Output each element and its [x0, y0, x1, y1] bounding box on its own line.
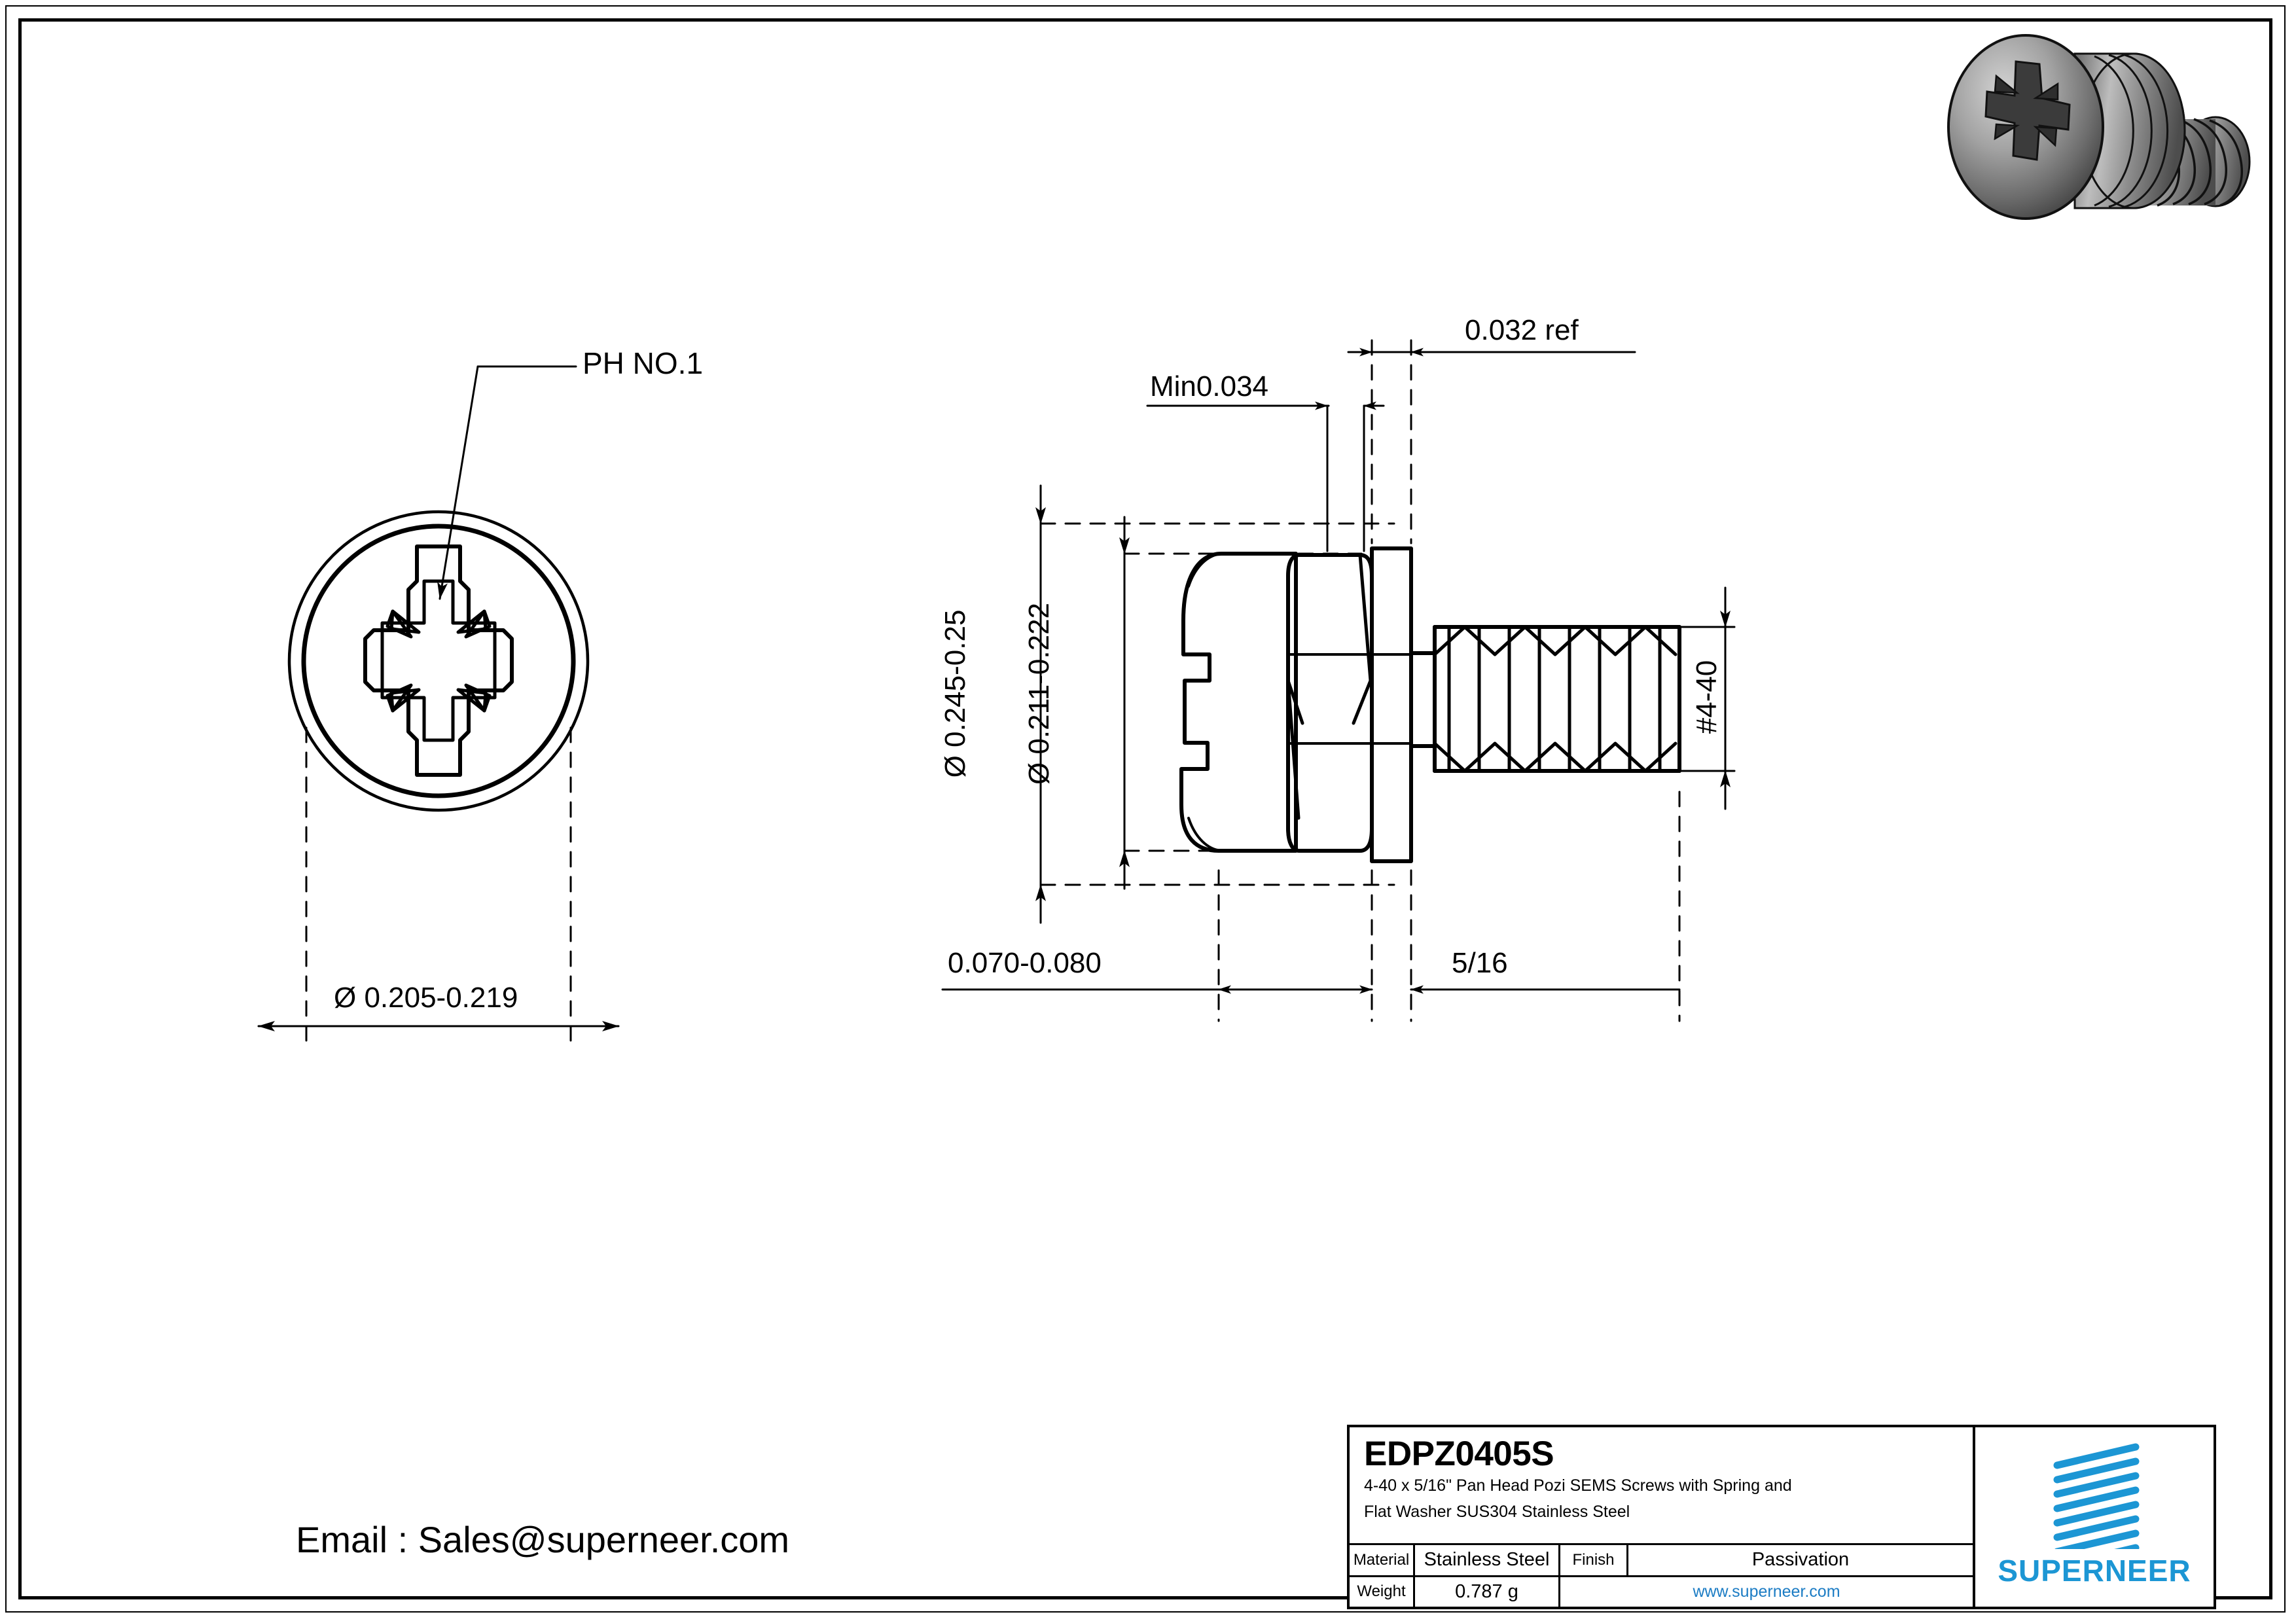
weight-value: 0.787 g: [1415, 1577, 1560, 1607]
title-block-left: EDPZ0405S 4-40 x 5/16" Pan Head Pozi SEM…: [1350, 1427, 1975, 1607]
sheet-inner-border: [18, 18, 2272, 1599]
dim-bottom-right-label: 5/16: [1452, 947, 1508, 979]
dim-head-inner-diameter-label: Ø 0.211-0.222: [1023, 602, 1055, 785]
part-number: EDPZ0405S: [1364, 1435, 1554, 1473]
material-value: Stainless Steel: [1415, 1545, 1560, 1575]
title-block-description-area: EDPZ0405S 4-40 x 5/16" Pan Head Pozi SEM…: [1350, 1427, 1973, 1545]
title-block: EDPZ0405S 4-40 x 5/16" Pan Head Pozi SEM…: [1347, 1425, 2216, 1609]
screw-3d-render: [1947, 34, 2251, 220]
dim-min0034-label: Min0.034: [1150, 370, 1269, 402]
email-text: Email : Sales@superneer.com: [296, 1519, 790, 1560]
website-link[interactable]: www.superneer.com: [1693, 1582, 1840, 1601]
weight-label: Weight: [1350, 1577, 1415, 1607]
part-description-line-2: Flat Washer SUS304 Stainless Steel: [1364, 1503, 1630, 1522]
front-view-diameter-label: Ø 0.205-0.219: [334, 982, 518, 1014]
title-block-spec-rows: Material Stainless Steel Finish Passivat…: [1350, 1545, 1973, 1607]
brand-name: SUPERNEER: [1998, 1554, 2191, 1588]
superneer-logo-icon: [2053, 1443, 2140, 1549]
sheet-outer-border: [5, 5, 2286, 1613]
brand-logo-area: SUPERNEER: [1975, 1427, 2214, 1607]
render-washers: [2073, 52, 2186, 209]
dim-0032-ref-label: 0.032 ref: [1465, 314, 1579, 346]
material-label: Material: [1350, 1545, 1415, 1575]
finish-label: Finish: [1560, 1545, 1628, 1575]
part-description-line-1: 4-40 x 5/16" Pan Head Pozi SEMS Screws w…: [1364, 1476, 1792, 1495]
dim-thread-size-label: #4-40: [1691, 660, 1723, 734]
dim-bottom-left-label: 0.070-0.080: [948, 947, 1102, 979]
dim-head-outer-diameter-label: Ø 0.245-0.25: [939, 609, 971, 778]
finish-value: Passivation: [1751, 1549, 1850, 1571]
spec-row-weight: Weight 0.787 g www.superneer.com: [1350, 1577, 1973, 1607]
render-pan-head: [1947, 34, 2104, 220]
spec-row-material: Material Stainless Steel Finish Passivat…: [1350, 1545, 1973, 1577]
ph-no1-label: PH NO.1: [583, 346, 704, 380]
